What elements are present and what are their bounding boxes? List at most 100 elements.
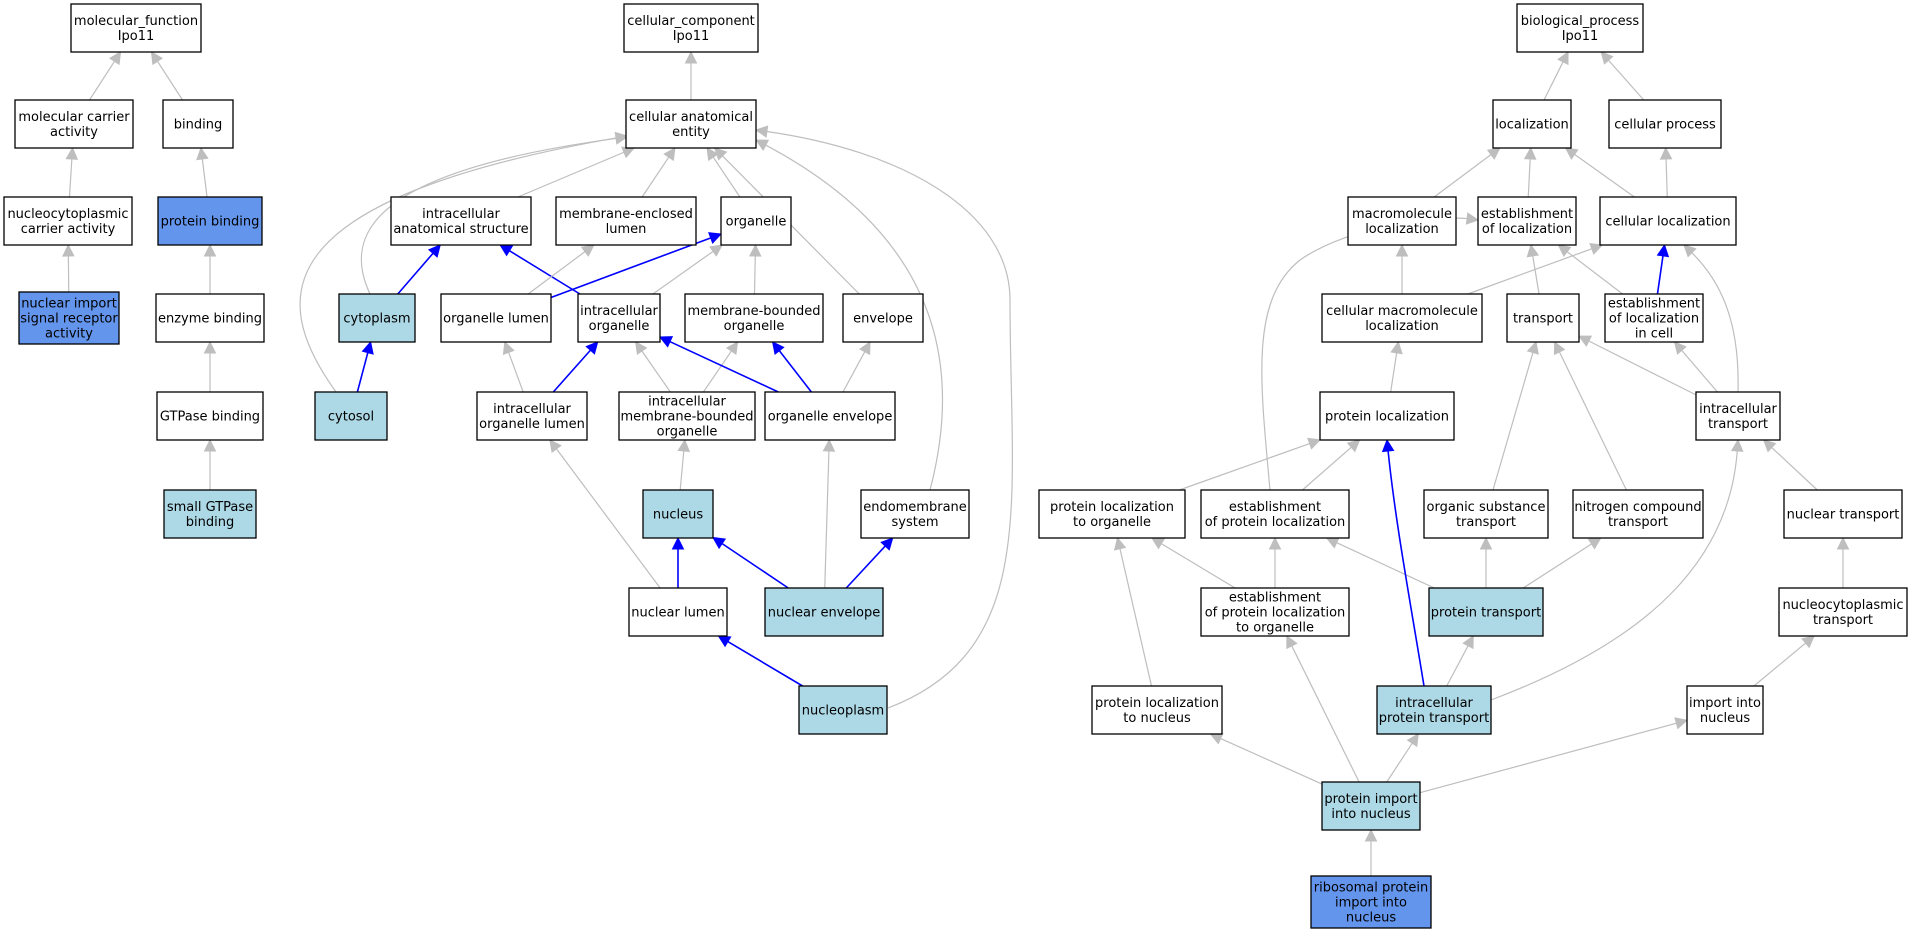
node-label-line: nucleus	[653, 508, 703, 523]
edge-nctr-to-nt-arrowhead	[1836, 536, 1850, 550]
node-pb[interactable]: protein binding	[157, 196, 263, 246]
node-nl[interactable]: nuclear lumen	[628, 587, 728, 637]
edge-eolc-to-eol	[1565, 249, 1623, 295]
node-label-line: organelle	[657, 425, 718, 440]
edge-io-to-org-arrowhead	[709, 244, 724, 257]
edge-pin-to-iin	[1419, 722, 1679, 794]
node-ol[interactable]: organelle lumen	[440, 293, 552, 343]
edge-cl-to-cp-arrowhead	[1659, 146, 1673, 160]
edge-nucleus-to-imbo	[679, 448, 685, 491]
node-box	[1376, 685, 1492, 735]
edge-io-to-ias	[507, 249, 581, 295]
node-label-line: transport	[1456, 515, 1516, 530]
node-gb[interactable]: GTPase binding	[156, 391, 264, 441]
edge-it-to-cl-arrowhead	[1683, 244, 1697, 258]
edge-imbo-to-io-arrowhead	[635, 341, 648, 356]
node-env[interactable]: envelope	[842, 293, 924, 343]
edge-nct-to-tr-arrowhead	[1553, 340, 1566, 356]
node-label-line: protein localization	[1050, 500, 1174, 515]
node-label-line: to organelle	[1073, 515, 1151, 530]
node-pt[interactable]: protein transport	[1428, 587, 1544, 637]
edge-cml-to-cl-arrowhead	[1589, 243, 1604, 255]
node-nucleus[interactable]: nucleus	[642, 489, 714, 539]
node-label-line: establishment	[1481, 207, 1573, 222]
node-cp[interactable]: cellular process	[1608, 99, 1722, 149]
edge-oe-to-env-arrowhead	[859, 341, 871, 356]
node-tr[interactable]: transport	[1506, 293, 1580, 343]
edge-oe-to-io	[667, 340, 779, 393]
node-label-line: transport	[1513, 312, 1573, 327]
node-box	[14, 99, 134, 149]
edge-ol-to-org-arrowhead	[708, 232, 723, 244]
edge-plo-to-pl-arrowhead	[1307, 437, 1322, 450]
edge-epl-to-eol-arrowhead	[1465, 212, 1480, 225]
edge-cl-to-cp	[1665, 156, 1668, 198]
node-nt[interactable]: nuclear transport	[1783, 489, 1903, 539]
node-eb[interactable]: enzyme binding	[155, 293, 265, 343]
node-box	[163, 489, 257, 539]
node-cytosol[interactable]: cytosol	[314, 391, 388, 441]
node-box	[577, 293, 661, 343]
edge-ne-to-oe-arrowhead	[822, 438, 836, 452]
node-label-line: membrane-bounded	[620, 410, 753, 425]
node-oe[interactable]: organelle envelope	[764, 391, 896, 441]
edge-cyto-to-ias	[397, 251, 435, 295]
edge-it-to-eolc	[1679, 348, 1718, 393]
node-label-line: GTPase binding	[160, 410, 260, 425]
edge-cytosol-to-cyto	[356, 350, 370, 393]
node-box	[1347, 196, 1457, 246]
node-label-line: nucleus	[1700, 711, 1750, 726]
edge-ipt-to-pt-arrowhead	[1462, 635, 1474, 650]
edge-cytosol-to-cae-arrowhead	[614, 131, 629, 145]
node-label-line: protein transport	[1379, 711, 1489, 726]
node-loc[interactable]: localization	[1492, 99, 1572, 149]
edge-cytosol-to-cae	[299, 136, 619, 393]
node-org[interactable]: organelle	[720, 196, 792, 246]
node-label-line: to organelle	[1236, 621, 1314, 636]
node-pl[interactable]: protein localization	[1319, 391, 1455, 441]
node-box	[1506, 293, 1580, 343]
edge-cyto-to-ias-arrowhead	[427, 244, 441, 258]
node-cl[interactable]: cellular localization	[1599, 196, 1737, 246]
node-cyto[interactable]: cytoplasm	[338, 293, 416, 343]
node-binding[interactable]: binding	[162, 99, 234, 149]
node-label-line: organelle lumen	[479, 417, 585, 432]
node-label-line: endomembrane	[863, 500, 967, 515]
edge-eol-to-loc-arrowhead	[1523, 146, 1537, 160]
node-label-line: cellular process	[1614, 118, 1716, 133]
node-np[interactable]: nucleoplasm	[798, 685, 888, 735]
node-label-line: molecular carrier	[18, 110, 130, 125]
node-ne[interactable]: nuclear envelope	[764, 587, 884, 637]
